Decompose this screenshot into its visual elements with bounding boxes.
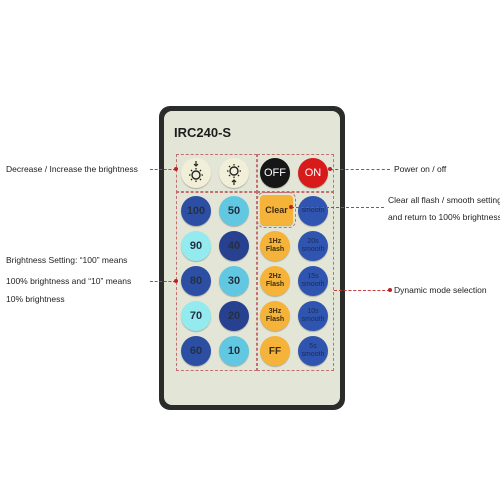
model-label: IRC240-S xyxy=(174,125,232,140)
flash-2hz-button[interactable]: 2Hz Flash xyxy=(260,266,290,296)
brightness-label: 70 xyxy=(189,310,203,322)
brightness-80-button[interactable]: 80 xyxy=(181,266,211,296)
brightness-label: 30 xyxy=(227,275,241,287)
dimmer-section-outline xyxy=(176,154,257,193)
brightness-70-button[interactable]: 70 xyxy=(181,301,211,331)
brightness-label: 10 xyxy=(227,345,241,357)
dimmer-annotation: Decrease / Increase the brightness xyxy=(6,164,138,174)
smooth-label: 5s smooth xyxy=(302,343,325,359)
brightness-label: 40 xyxy=(227,240,241,252)
clear-annotation-line1: Clear all flash / smooth settings xyxy=(388,195,500,205)
brightness-decrease-button[interactable] xyxy=(181,158,211,188)
brightness-leader-line xyxy=(150,281,176,282)
brightness-10-button[interactable]: 10 xyxy=(219,336,249,366)
clear-leader-dot xyxy=(289,205,293,209)
power-on-label: ON xyxy=(304,167,322,179)
smooth-label: smooth xyxy=(301,207,325,214)
brightness-30-button[interactable]: 30 xyxy=(219,266,249,296)
power-annotation: Power on / off xyxy=(394,164,447,174)
brightness-90-button[interactable]: 90 xyxy=(181,231,211,261)
flash-rate: 3Hz xyxy=(268,308,282,315)
flash-rate: 1Hz xyxy=(268,238,282,245)
smooth-15s-button[interactable]: 15s smooth xyxy=(298,266,328,296)
smooth-button[interactable]: smooth xyxy=(298,196,328,226)
remote-face: IRC240-S xyxy=(164,111,340,405)
brightness-100-button[interactable]: 100 xyxy=(181,196,211,226)
power-off-label: OFF xyxy=(264,167,286,179)
power-leader-line xyxy=(330,169,390,170)
remote-control: IRC240-S xyxy=(159,106,345,410)
flash-rate: 2Hz xyxy=(268,273,282,280)
flash-mode: Flash xyxy=(265,246,285,253)
brightness-label: 90 xyxy=(189,240,203,252)
clear-annotation-line2: and return to 100% brightness xyxy=(388,212,500,222)
clear-button[interactable]: Clear xyxy=(257,192,296,228)
dynamic-leader-dot xyxy=(388,288,392,292)
brightness-label: 80 xyxy=(189,275,203,287)
smooth-duration: 15s xyxy=(307,273,319,280)
smooth-mode: smooth xyxy=(301,351,325,358)
brightness-increase-button[interactable] xyxy=(219,158,249,188)
flash-label: 2Hz Flash xyxy=(266,273,284,289)
flash-ff-button[interactable]: FF xyxy=(260,336,290,366)
brightness-label: 100 xyxy=(186,205,206,217)
smooth-mode: smooth xyxy=(301,281,325,288)
smooth-mode: smooth xyxy=(301,316,325,323)
brightness-annotation-line2: 100% brightness and “10” means xyxy=(6,276,132,286)
smooth-duration: 20s xyxy=(307,238,319,245)
smooth-label: 10s smooth xyxy=(302,308,325,324)
smooth-duration: 10s xyxy=(307,308,319,315)
dynamic-section-outline xyxy=(257,191,334,371)
flash-label: 3Hz Flash xyxy=(266,308,284,324)
smooth-5s-button[interactable]: 5s smooth xyxy=(298,336,328,366)
power-off-button[interactable]: OFF xyxy=(260,158,290,188)
flash-1hz-button[interactable]: 1Hz Flash xyxy=(260,231,290,261)
smooth-20s-button[interactable]: 20s smooth xyxy=(298,231,328,261)
smooth-label: 15s smooth xyxy=(302,273,325,289)
brightness-20-button[interactable]: 20 xyxy=(219,301,249,331)
clear-leader-line xyxy=(291,207,384,208)
brightness-label: 60 xyxy=(189,345,203,357)
power-on-button[interactable]: ON xyxy=(298,158,328,188)
dynamic-annotation: Dynamic mode selection xyxy=(394,285,487,295)
brightness-leader-dot xyxy=(174,279,178,283)
brightness-60-button[interactable]: 60 xyxy=(181,336,211,366)
flash-rate: FF xyxy=(268,345,282,357)
brightness-annotation-line3: 10% brightness xyxy=(6,294,65,304)
smooth-10s-button[interactable]: 10s smooth xyxy=(298,301,328,331)
smooth-label: 20s smooth xyxy=(302,238,325,254)
flash-3hz-button[interactable]: 3Hz Flash xyxy=(260,301,290,331)
smooth-mode: smooth xyxy=(301,246,325,253)
brightness-annotation-line1: Brightness Setting: “100” means xyxy=(6,255,128,265)
flash-mode: Flash xyxy=(265,281,285,288)
clear-label: Clear xyxy=(265,205,288,215)
smooth-duration: 5s xyxy=(309,343,317,350)
dynamic-leader-line xyxy=(334,290,390,291)
brightness-label: 20 xyxy=(227,310,241,322)
flash-mode: Flash xyxy=(265,316,285,323)
dimmer-leader-dot xyxy=(174,167,178,171)
brightness-label: 50 xyxy=(227,205,241,217)
brightness-50-button[interactable]: 50 xyxy=(219,196,249,226)
dimmer-leader-line xyxy=(150,169,176,170)
sun-increase-icon xyxy=(227,164,241,185)
flash-label: 1Hz Flash xyxy=(266,238,284,254)
power-leader-dot xyxy=(328,167,332,171)
power-section-outline xyxy=(257,154,334,193)
brightness-40-button[interactable]: 40 xyxy=(219,231,249,261)
sun-decrease-icon xyxy=(189,161,203,182)
